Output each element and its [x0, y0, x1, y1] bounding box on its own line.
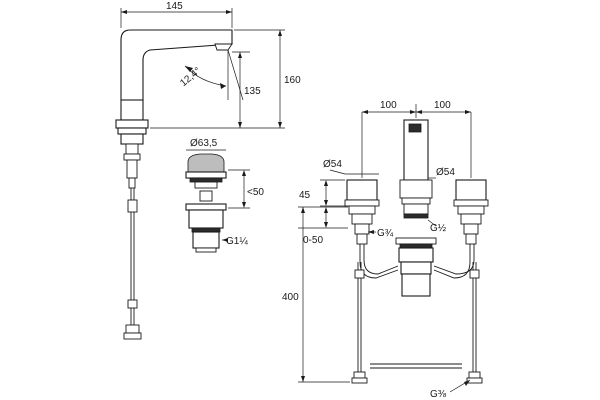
dimension-heights: 160 135: [150, 29, 301, 129]
spout-height-label: 135: [244, 86, 261, 97]
spacing-left-label: 100: [380, 100, 397, 111]
dimension-base-height: 45: [299, 179, 345, 207]
spout-diameter-label: Ø54: [436, 167, 455, 178]
spout-reach-label: 145: [166, 1, 183, 12]
handle-diameter-label: Ø54: [323, 159, 342, 170]
dimension-spacing: 100 100: [361, 100, 472, 178]
valve-thread-label: G¾: [377, 228, 394, 239]
spout-side-view: [115, 29, 233, 340]
waste-height-label: <50: [247, 187, 264, 198]
total-height-label: 160: [284, 75, 301, 86]
waste-valve: [185, 153, 227, 253]
thread-labels: G¾ G½ G⅜: [368, 219, 471, 400]
dimension-waste: Ø63,5 <50 G1¼: [186, 138, 264, 247]
base-height-label: 45: [299, 190, 311, 201]
right-valve: [453, 179, 489, 245]
spout-front-view: [399, 119, 433, 219]
connecting-hoses: [351, 244, 483, 384]
dimension-diameters: Ø54 Ø54: [323, 159, 455, 179]
deck-thickness-label: 0-50: [303, 235, 323, 246]
waste-diameter-label: Ø63,5: [190, 138, 218, 149]
waste-thread-label: G1¼: [226, 235, 248, 247]
spout-angle-marking: 12,4°: [178, 49, 244, 101]
center-waste: [395, 237, 437, 297]
left-valve: [344, 179, 380, 245]
spout-thread-label: G½: [430, 223, 447, 234]
dimension-spout-reach: 145: [120, 1, 233, 28]
spacing-right-label: 100: [434, 100, 451, 111]
hose-length-label: 400: [282, 292, 299, 303]
connection-thread-label: G⅜: [430, 389, 447, 400]
dimension-deck-and-hose: 0-50 400: [282, 206, 350, 383]
